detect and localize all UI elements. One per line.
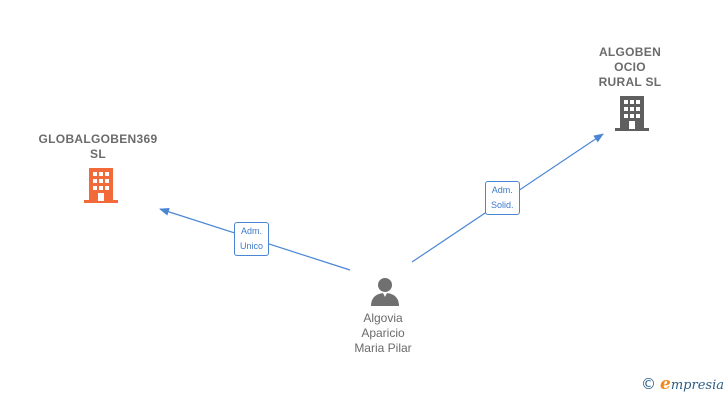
brand-footer: © empresia (641, 374, 724, 394)
brand-logo-text: mpresia (670, 378, 724, 393)
building-icon[interactable] (615, 95, 649, 136)
edge-label-adm-unico[interactable]: Adm. Unico (234, 222, 270, 256)
person-icon[interactable] (370, 276, 400, 311)
company-label-algoben-ocio-rural[interactable]: ALGOBEN OCIO RURAL SL (598, 45, 662, 89)
brand-logo[interactable]: empresia (660, 374, 724, 394)
company-label-globalgoben369[interactable]: GLOBALGOBEN369 SL (38, 132, 158, 161)
building-icon[interactable] (84, 167, 118, 208)
person-label[interactable]: Algovia Aparicio Maria Pilar (354, 311, 412, 355)
edge-label-adm-solid[interactable]: Adm. Solid. (485, 181, 520, 215)
copyright-icon: © (641, 374, 657, 393)
brand-logo-initial: e (660, 374, 671, 394)
